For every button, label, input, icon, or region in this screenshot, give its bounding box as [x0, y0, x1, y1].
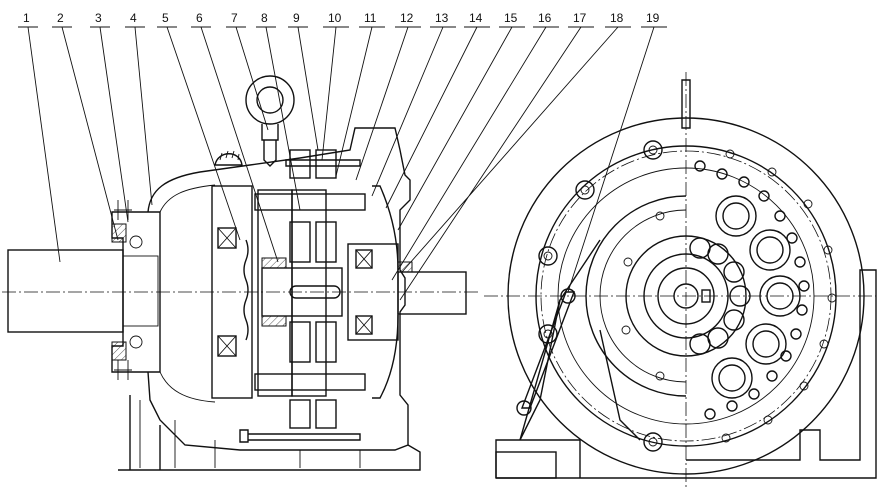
hub-mid: [643, 253, 729, 339]
callout-7: 7: [231, 11, 238, 25]
breather-cap: [214, 153, 243, 166]
output-collar: [397, 261, 413, 273]
callout-13: 13: [435, 11, 449, 25]
callout-11: 11: [364, 11, 377, 25]
shaft-keyway: [289, 285, 341, 299]
roller-g: [289, 399, 311, 429]
input-shaft: [7, 249, 124, 333]
housing-circle: [507, 117, 865, 475]
flange-ring: [585, 195, 687, 397]
foot-left: [495, 239, 686, 479]
callout-12: 12: [400, 11, 414, 25]
sleeve-left: [261, 257, 287, 269]
foot-web: [519, 299, 641, 441]
base-foot: [118, 395, 421, 471]
breather-fins: [219, 150, 240, 161]
pin-ring-outer: [535, 145, 837, 447]
bolt-circle: [540, 150, 832, 442]
cycloid-disc-1: [257, 189, 293, 397]
input-shaft-inner: [122, 255, 159, 327]
roller-a: [289, 221, 311, 263]
bearing-housing: [211, 185, 253, 399]
callout-9: 9: [293, 11, 300, 25]
callout-5: 5: [162, 11, 169, 25]
callout-15: 15: [504, 11, 518, 25]
callout-14: 14: [469, 11, 483, 25]
roller-c: [289, 321, 311, 363]
callout-labels: 1 2 3 4 5 6 7 8 9 10 11 12 13 14 15 16 1…: [18, 11, 667, 301]
callout-3: 3: [95, 11, 102, 25]
eyebolt-ring: [245, 75, 295, 125]
callout-1: 1: [23, 11, 30, 25]
cycloid-pins: [694, 160, 810, 420]
oil-plug: [263, 140, 277, 167]
support-arm: [520, 291, 576, 409]
arm-pin-top: [560, 288, 576, 304]
callout-leaders: [27, 26, 655, 301]
wavy-edge: [243, 239, 249, 341]
seal-bottom: [111, 341, 127, 361]
output-bearing-x: [355, 249, 373, 335]
pin-ring-inner: [557, 167, 815, 425]
hub-key: [701, 289, 711, 303]
callout-4: 4: [130, 11, 137, 25]
roller-f: [315, 149, 337, 179]
flange-bolts: [621, 211, 665, 381]
pin-lower: [254, 373, 366, 391]
eccentric-shaft: [261, 267, 343, 317]
hub-outer: [625, 235, 747, 357]
bolt-left-top: [114, 200, 132, 220]
top-plate: [681, 79, 691, 129]
callout-8: 8: [261, 11, 268, 25]
eyebolt-hole: [256, 86, 284, 114]
callout-6: 6: [196, 11, 203, 25]
callout-17: 17: [573, 11, 587, 25]
seal-top: [111, 223, 127, 243]
callout-16: 16: [538, 11, 552, 25]
seal-ball-bottom: [129, 335, 143, 349]
housing-outline: [147, 127, 411, 451]
foot-right: [686, 269, 877, 479]
roller-e: [289, 149, 311, 179]
roller-b: [315, 221, 337, 263]
eyebolt-stem: [261, 124, 279, 141]
seal-ball-top: [129, 235, 143, 249]
bearing-x-bottom: [217, 335, 237, 357]
callout-10: 10: [328, 11, 342, 25]
top-pin-bolt: [285, 159, 361, 167]
output-pins: [711, 195, 801, 399]
flange-ring-inner: [599, 209, 687, 383]
hub-inner: [657, 267, 715, 325]
base-ribs: [139, 400, 361, 468]
callout-2: 2: [57, 11, 64, 25]
housing-inner: [159, 184, 216, 403]
hub-bore: [673, 283, 699, 309]
callout-19: 19: [646, 11, 660, 25]
ring-pins: [721, 149, 837, 443]
foot-pad-left: [495, 451, 557, 479]
cycloid-disc-2: [291, 189, 327, 397]
pin-upper: [254, 193, 366, 211]
arm-pin-bottom: [516, 400, 532, 416]
end-view: [484, 72, 877, 488]
sleeve-left-b: [261, 315, 287, 327]
roller-d: [315, 321, 337, 363]
section-view: [2, 75, 480, 471]
output-shaft: [397, 271, 467, 315]
roller-h: [315, 399, 337, 429]
bottom-bolt: [239, 429, 361, 443]
callout-18: 18: [610, 11, 624, 25]
bolt-left-bottom: [114, 360, 132, 380]
bearing-x-top: [217, 227, 237, 249]
